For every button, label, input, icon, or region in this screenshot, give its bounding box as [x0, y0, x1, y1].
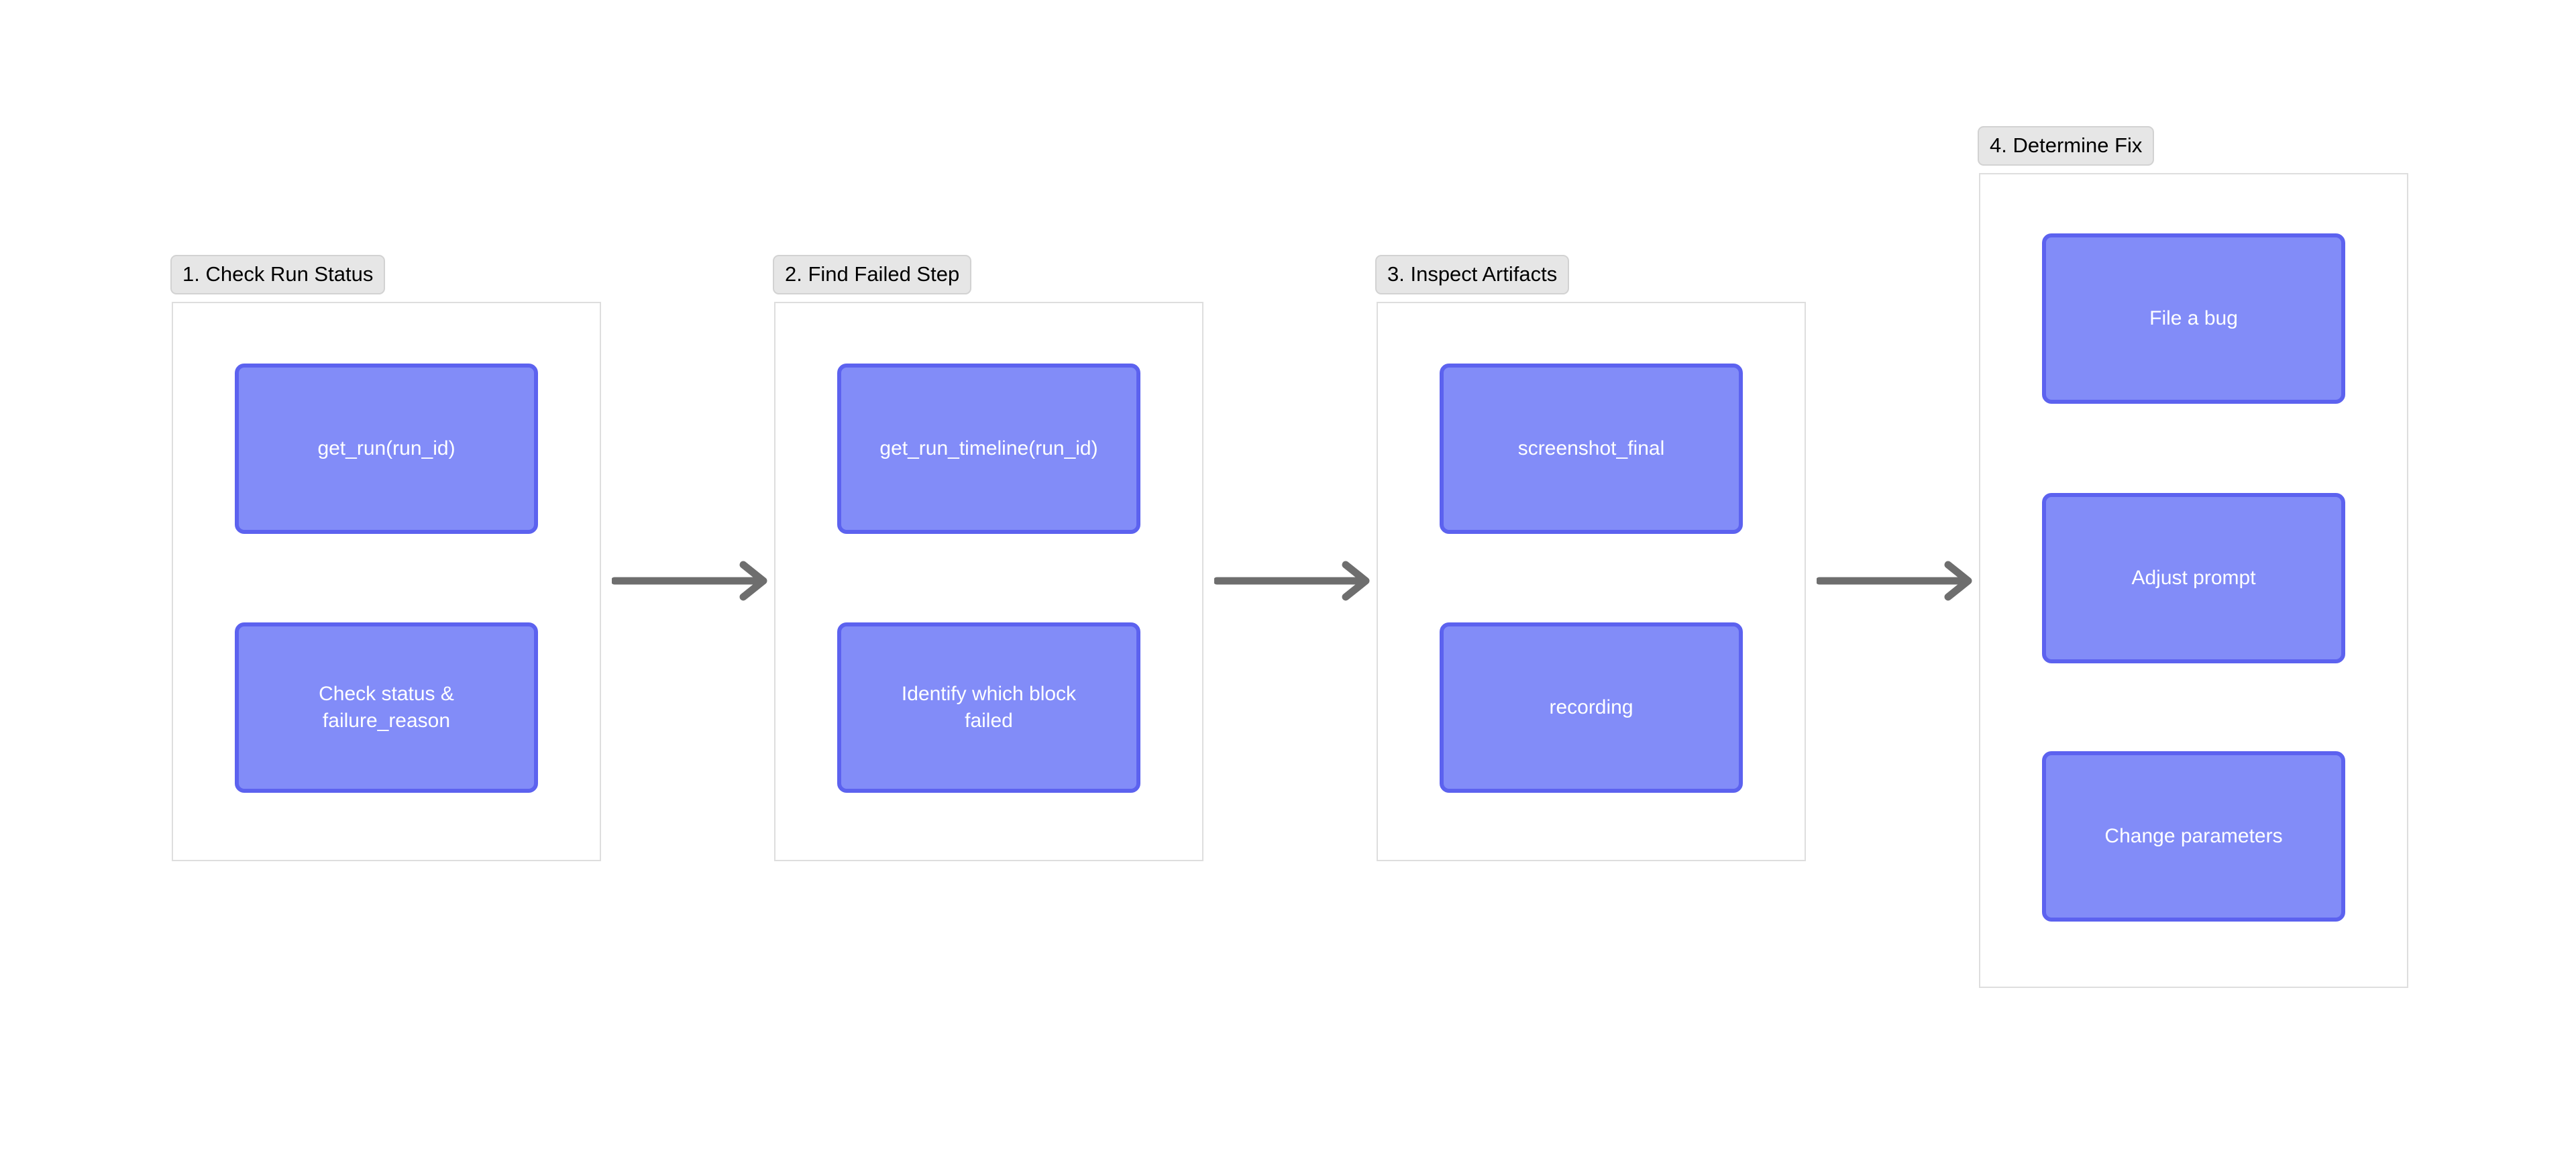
node-change-parameters[interactable]: Change parameters — [2042, 751, 2345, 922]
cluster-label-2: 2. Find Failed Step — [773, 255, 972, 294]
node-adjust-prompt[interactable]: Adjust prompt — [2042, 493, 2345, 663]
node-adjust-prompt-label: Adjust prompt — [2131, 567, 2256, 590]
node-recording[interactable]: recording — [1440, 622, 1743, 793]
node-get-run[interactable]: get_run(run_id) — [235, 364, 538, 534]
edge-cluster2-to-cluster3 — [1214, 561, 1375, 601]
node-get-run-timeline[interactable]: get_run_timeline(run_id) — [837, 364, 1140, 534]
arrow-icon-3 — [1817, 561, 1972, 601]
node-screenshot-final[interactable]: screenshot_final — [1440, 364, 1743, 534]
edge-cluster1-to-cluster2 — [612, 561, 773, 601]
node-get-run-label: get_run(run_id) — [317, 437, 455, 460]
node-file-a-bug-label: File a bug — [2149, 307, 2238, 330]
cluster-label-4: 4. Determine Fix — [1978, 126, 2155, 166]
node-identify-which-block-failed-label: Identify which block failed — [901, 683, 1077, 732]
node-recording-label: recording — [1549, 696, 1633, 719]
node-identify-which-block-failed[interactable]: Identify which block failed — [837, 622, 1140, 793]
arrow-icon-1 — [612, 561, 767, 601]
node-check-status-failure-reason-label: Check status & failure_reason — [319, 683, 454, 732]
node-get-run-timeline-label: get_run_timeline(run_id) — [879, 437, 1098, 460]
arrow-icon-2 — [1214, 561, 1370, 601]
cluster-label-1: 1. Check Run Status — [170, 255, 386, 294]
cluster-label-3: 3. Inspect Artifacts — [1375, 255, 1570, 294]
edge-cluster3-to-cluster4 — [1817, 561, 1978, 601]
node-file-a-bug[interactable]: File a bug — [2042, 233, 2345, 404]
node-check-status-failure-reason[interactable]: Check status & failure_reason — [235, 622, 538, 793]
node-screenshot-final-label: screenshot_final — [1517, 437, 1665, 460]
node-change-parameters-label: Change parameters — [2104, 825, 2283, 848]
